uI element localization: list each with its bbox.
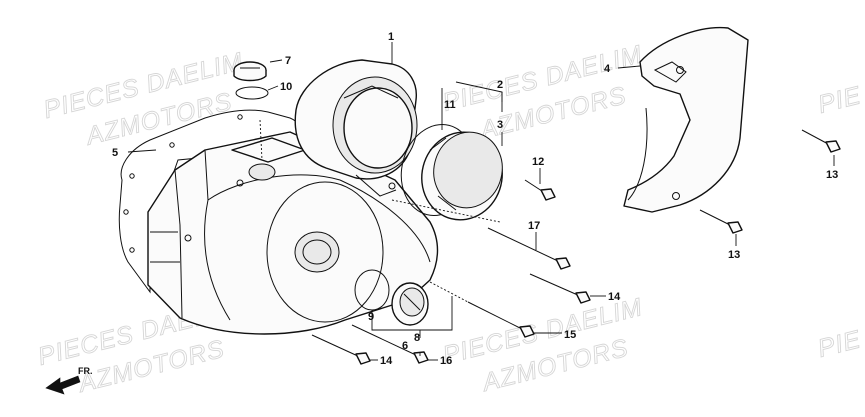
alignment-lines [259,119,501,303]
callout-16: 16 [440,355,452,367]
callout-12: 12 [532,156,544,168]
callout-3: 3 [497,119,503,131]
callout-7: 7 [285,55,291,67]
cap-part [421,131,503,221]
callout-1: 1 [388,31,394,43]
callout-13-lower: 13 [728,249,740,261]
plug-part [233,61,267,82]
bolt-17 [487,227,571,270]
callout-14-upper: 14 [608,291,621,303]
gasket-holes [123,114,243,253]
watermark-top-left: PIECES DAELIM AZMOTORS [40,47,246,152]
callout-14-lower: 14 [380,355,393,367]
bolt-14-upper [529,273,591,304]
sprocket-cover-part [623,26,749,213]
front-arrow-icon [45,375,81,395]
callout-8: 8 [414,332,420,344]
front-label: FR. [78,366,93,376]
callout-4: 4 [604,63,611,75]
callout-5: 5 [112,147,118,159]
callout-13-upper: 13 [826,169,838,181]
bolt-12 [524,179,556,201]
watermark-bottom-center: PIECES DAELIM AZMOTORS [440,293,646,398]
bolt-13-upper [801,129,841,153]
watermark-right-edge-top: PIE [815,81,865,120]
leader-lines [127,42,835,361]
svg-text:PIE: PIE [815,81,864,119]
callout-15: 15 [564,329,576,341]
callout-17: 17 [528,220,540,232]
callout-labels: 1 2 3 4 5 6 7 8 9 10 11 12 13 13 14 14 1… [112,31,838,367]
gasket-part [118,109,301,294]
timing-cap-part [391,282,429,326]
plug-oring-part [235,86,269,100]
watermark-right-edge-bottom: PIE [815,325,865,364]
bolt-14-lower [311,334,371,365]
callout-10: 10 [280,81,292,93]
callout-11: 11 [444,99,456,111]
bolt-15 [467,301,535,338]
clutch-housing-part [294,59,418,197]
front-direction-indicator: FR. [45,366,93,395]
callout-2: 2 [497,79,503,91]
callout-6: 6 [402,340,408,352]
svg-text:PIE: PIE [815,325,864,363]
callout-9: 9 [368,311,374,323]
bolt-13-lower [699,209,743,234]
